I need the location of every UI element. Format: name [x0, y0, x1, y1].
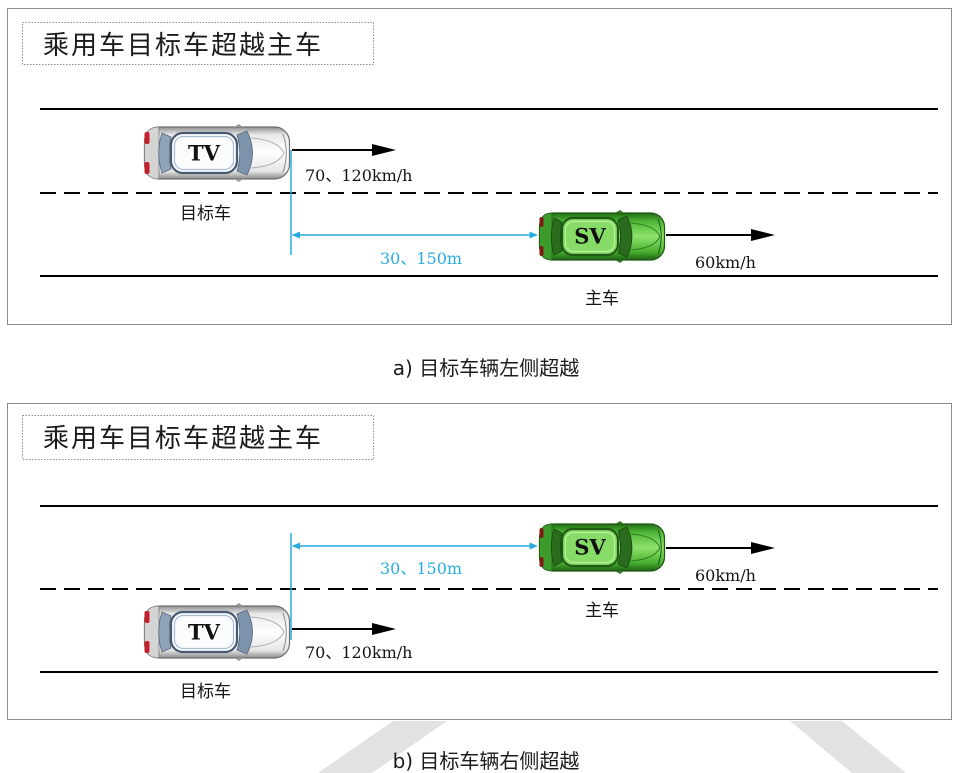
front-bumper: [657, 529, 662, 566]
rear-window: [158, 132, 172, 174]
arrow-head: [751, 229, 775, 241]
roof-trim: [564, 531, 616, 564]
target-vehicle-name-label: 目标车: [180, 204, 231, 224]
panel-title: 乘用车目标车超越主车: [43, 424, 323, 454]
roof: [169, 131, 239, 175]
windshield: [236, 609, 253, 655]
hood-crease: [250, 616, 285, 648]
roof: [169, 610, 239, 654]
target-vehicle-speed-arrow: [292, 144, 396, 156]
windshield: [617, 215, 633, 258]
subject-vehicle-speed-label: 60km/h: [695, 253, 756, 272]
arrow-head-left: [291, 231, 300, 239]
subject-vehicle-speed-arrow: [666, 229, 775, 241]
side-mirror: [234, 179, 243, 182]
front-bumper: [282, 133, 287, 173]
scenario-panel-left-overtake: 乘用车目标车超越主车 TV 70、120km/h 目标车: [7, 8, 952, 325]
subject-vehicle-speed-label: 60km/h: [695, 566, 756, 585]
hood-crease: [250, 137, 285, 169]
rear-window: [158, 611, 172, 653]
windshield: [236, 130, 253, 176]
roof-trim: [173, 135, 235, 171]
tail-light: [144, 611, 150, 623]
rear-window: [550, 217, 563, 256]
subject-vehicle-badge: SV: [574, 535, 606, 560]
target-vehicle: TV: [143, 603, 291, 661]
subject-vehicle: SV: [538, 521, 666, 574]
rear-window: [550, 528, 563, 567]
roof-trim: [564, 220, 616, 253]
arrow-head: [372, 623, 396, 635]
arrow-head: [751, 542, 775, 554]
tail-light: [539, 246, 544, 256]
tail-light: [539, 557, 544, 567]
target-vehicle-speed-label: 70、120km/h: [305, 166, 412, 185]
tail-light: [539, 528, 544, 538]
side-mirror: [234, 603, 243, 606]
roof-trim: [173, 614, 235, 650]
side-mirror: [615, 571, 624, 574]
tail-light: [144, 132, 150, 144]
title-box: [22, 415, 374, 460]
side-mirror: [615, 210, 624, 213]
subject-vehicle-name-label: 主车: [585, 289, 619, 309]
tail-light: [144, 641, 150, 653]
distance-arrow: [291, 542, 538, 550]
scenario-panel-right-overtake: 乘用车目标车超越主车 30、150m SV: [7, 403, 952, 720]
side-mirror: [234, 658, 243, 661]
target-vehicle-speed-label: 70、120km/h: [305, 643, 412, 662]
caption-left-overtake: a) 目标车辆左侧超越: [392, 356, 580, 380]
arrow-head-left: [291, 542, 300, 550]
hood-crease: [630, 222, 661, 251]
distance-arrow: [291, 231, 538, 239]
target-vehicle-speed-arrow: [292, 623, 396, 635]
subject-vehicle-badge: SV: [574, 224, 606, 249]
hood-crease: [630, 533, 661, 562]
tail-light: [144, 162, 150, 174]
front-bumper: [282, 612, 287, 652]
target-vehicle: TV: [143, 124, 291, 182]
target-vehicle-badge: TV: [188, 620, 221, 645]
arrow-head: [372, 144, 396, 156]
tail-light: [539, 217, 544, 227]
side-mirror: [234, 124, 243, 127]
watermark-band-right: [790, 721, 906, 773]
subject-vehicle-name-label: 主车: [585, 601, 619, 621]
side-mirror: [615, 260, 624, 263]
target-vehicle-name-label: 目标车: [180, 682, 231, 702]
caption-right-overtake: b) 目标车辆右侧超越: [392, 749, 580, 773]
watermark-band-left: [318, 721, 447, 773]
windshield: [617, 526, 633, 569]
distance-label: 30、150m: [380, 559, 462, 578]
roof: [560, 216, 620, 257]
roof: [560, 527, 620, 568]
arrow-head-right: [529, 231, 538, 239]
side-mirror: [615, 521, 624, 524]
title-box: [22, 22, 374, 65]
subject-vehicle: SV: [538, 210, 666, 263]
arrow-head-right: [529, 542, 538, 550]
target-vehicle-badge: TV: [188, 141, 221, 166]
front-bumper: [657, 218, 662, 255]
panel-title: 乘用车目标车超越主车: [43, 31, 323, 61]
subject-vehicle-speed-arrow: [666, 542, 775, 554]
distance-label: 30、150m: [380, 249, 462, 268]
